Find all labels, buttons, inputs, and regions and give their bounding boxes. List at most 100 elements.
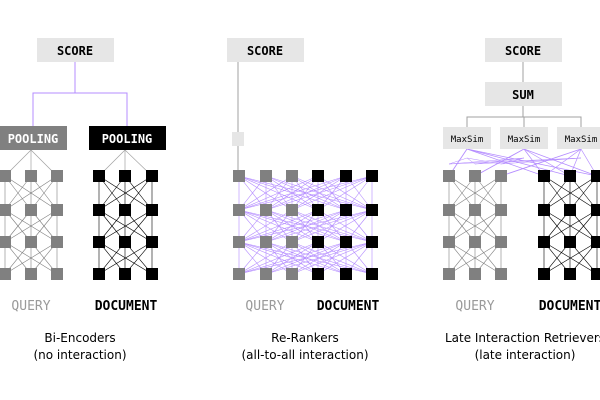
- maxsim-to-document-edge: [523, 148, 598, 177]
- score-label: SCORE: [57, 44, 93, 58]
- token-square: [538, 268, 550, 280]
- token-square: [469, 236, 481, 248]
- token-square: [51, 268, 63, 280]
- maxsim-to-document-edge: [523, 148, 571, 177]
- token-square: [260, 170, 272, 182]
- token-square: [119, 170, 131, 182]
- token-square: [146, 170, 158, 182]
- token-square: [312, 204, 324, 216]
- attention-edge: [448, 175, 502, 211]
- token-square: [93, 204, 105, 216]
- token-square: [538, 236, 550, 248]
- attention-edge: [265, 241, 373, 275]
- token-square: [591, 170, 600, 182]
- attention-edge: [4, 175, 58, 211]
- score-box: [485, 38, 562, 62]
- token-square: [260, 204, 272, 216]
- query-pooling-label: POOLING: [8, 132, 59, 146]
- score-label: SCORE: [247, 44, 283, 58]
- attention-edge: [98, 209, 153, 243]
- maxsim-label-2: MaxSim: [508, 135, 541, 145]
- token-square: [286, 170, 298, 182]
- token-square: [146, 268, 158, 280]
- panel-late-interaction: SCORE SUM MaxSim MaxSim MaxSim QUERY DOC…: [443, 38, 600, 362]
- token-square: [591, 204, 600, 216]
- token-square: [25, 170, 37, 182]
- token-square: [286, 268, 298, 280]
- token-square: [233, 170, 245, 182]
- token-square: [495, 170, 507, 182]
- token-square: [146, 236, 158, 248]
- query-label: QUERY: [245, 299, 284, 314]
- maxsim-box-1: [443, 127, 491, 149]
- token-square: [495, 204, 507, 216]
- token-square: [51, 170, 63, 182]
- maxsim-to-query-edge: [500, 148, 582, 177]
- token-square: [366, 170, 378, 182]
- document-pooling-box: [89, 126, 166, 150]
- token-square: [119, 204, 131, 216]
- attention-edge: [238, 209, 347, 243]
- query-label: QUERY: [11, 299, 50, 314]
- token-square: [233, 204, 245, 216]
- cross-encoder-grid: [233, 170, 378, 280]
- token-square: [469, 204, 481, 216]
- score-box: [227, 38, 304, 62]
- caption-subtitle: (late interaction): [475, 348, 576, 362]
- token-square: [495, 236, 507, 248]
- panel-re-rankers: SCORE QUERY DOCUMENT Re-Rankers (all-to-…: [227, 38, 379, 362]
- token-square: [340, 268, 352, 280]
- token-square: [469, 268, 481, 280]
- attention-edge: [4, 241, 58, 275]
- cls-token-box: [232, 132, 244, 146]
- maxsim-label-3: MaxSim: [565, 135, 598, 145]
- token-square: [25, 268, 37, 280]
- token-square: [119, 236, 131, 248]
- maxsim-fan-edge: [474, 157, 582, 165]
- token-square: [469, 170, 481, 182]
- token-square: [495, 268, 507, 280]
- caption-subtitle: (all-to-all interaction): [241, 348, 368, 362]
- token-square: [564, 170, 576, 182]
- token-square: [366, 204, 378, 216]
- score-box: [37, 38, 114, 62]
- encoder-grids: [0, 170, 158, 280]
- token-square: [443, 204, 455, 216]
- document-pooling-label: POOLING: [102, 132, 153, 146]
- attention-edge: [238, 209, 319, 243]
- document-label: DOCUMENT: [317, 299, 380, 314]
- attention-edge: [238, 241, 293, 275]
- document-label: DOCUMENT: [95, 299, 158, 314]
- token-square: [538, 170, 550, 182]
- token-square: [0, 170, 11, 182]
- encoder-grids: [443, 170, 600, 280]
- score-label: SCORE: [505, 44, 541, 58]
- attention-edge: [317, 175, 373, 211]
- sum-label: SUM: [512, 88, 534, 102]
- token-square: [0, 236, 11, 248]
- token-square: [591, 268, 600, 280]
- panel-bi-encoders: SCORE POOLING POOLING QUERY DOCUMENT Bi-…: [0, 38, 166, 362]
- query-label: QUERY: [455, 299, 494, 314]
- token-square: [119, 268, 131, 280]
- maxsim-to-sum-line: [522, 106, 582, 127]
- maxsim-box-3: [557, 127, 600, 149]
- token-square: [0, 268, 11, 280]
- attention-edge: [543, 241, 598, 275]
- maxsim-to-sum-line: [466, 106, 524, 127]
- attention-edge: [291, 209, 373, 243]
- token-square: [93, 268, 105, 280]
- attention-edge: [98, 175, 153, 211]
- maxsim-fan-edge: [500, 157, 582, 165]
- caption-subtitle: (no interaction): [33, 348, 126, 362]
- token-square: [25, 204, 37, 216]
- attention-edge: [238, 209, 293, 243]
- token-square: [564, 236, 576, 248]
- document-label: DOCUMENT: [539, 299, 600, 314]
- attention-edge: [543, 209, 598, 243]
- maxsim-fan-edge: [448, 157, 525, 165]
- maxsim-fan-edge: [448, 157, 468, 165]
- attention-edge: [265, 209, 373, 243]
